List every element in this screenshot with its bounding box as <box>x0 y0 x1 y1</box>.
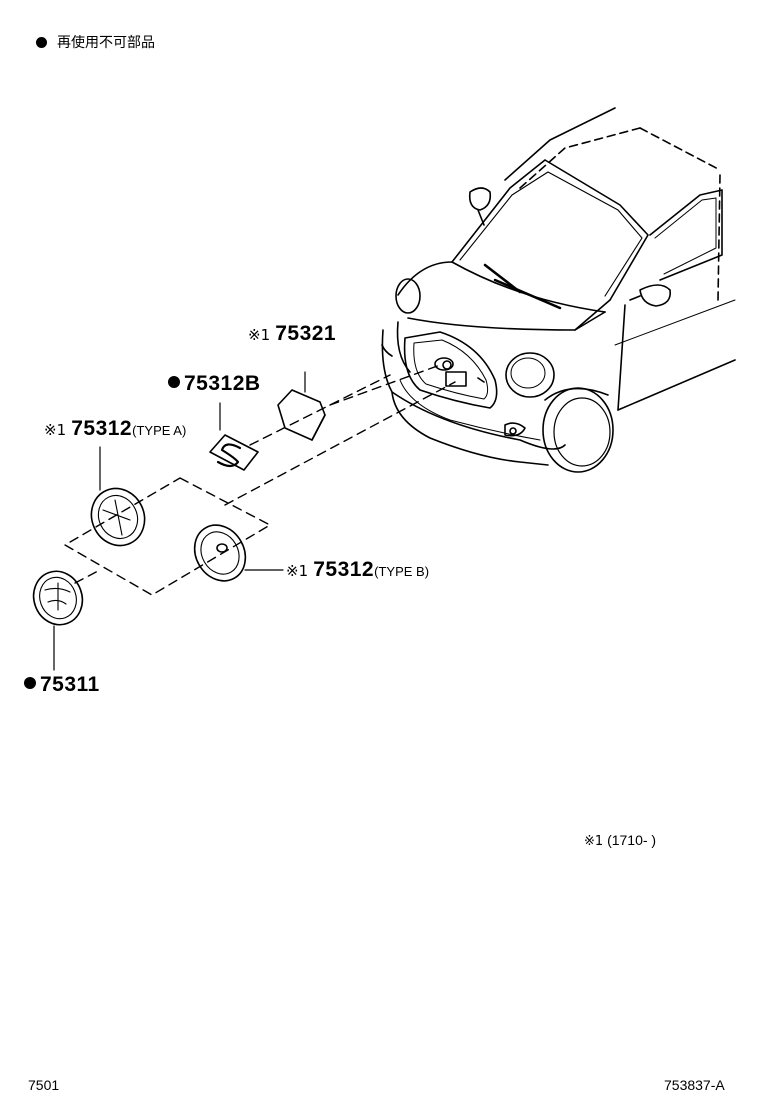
callout-75312-type-a-prefix: ※1 <box>44 421 67 439</box>
callout-75321-part: 75321 <box>275 322 337 345</box>
date-range-note: ※1 (1710- ) <box>584 833 656 848</box>
note-mark: ※1 <box>584 834 604 849</box>
illustration-number: 753837-A <box>664 1077 725 1093</box>
callout-75311: 75311 <box>24 674 100 695</box>
part-75312-type-b-emblem <box>193 524 284 582</box>
part-75312-type-a-emblem <box>90 446 146 547</box>
callout-75312-type-a-suffix: (TYPE A) <box>132 423 187 438</box>
note-text: (1710- ) <box>607 832 657 848</box>
callout-75312b-part: 75312B <box>184 372 261 395</box>
callout-75312-type-a-part: 75312 <box>71 417 133 440</box>
callout-75321: ※1 75321 <box>248 323 336 344</box>
page-section-code: 7501 <box>28 1077 60 1093</box>
callout-75321-prefix: ※1 <box>248 326 271 344</box>
part-75312b-badge <box>209 402 259 471</box>
callout-75312b: 75312B <box>168 373 261 394</box>
part-75321-plate <box>277 371 326 441</box>
filled-dot-icon <box>24 677 36 689</box>
callout-75312-type-b-suffix: (TYPE B) <box>374 564 430 579</box>
legend-text: 再使用不可部品 <box>57 35 155 51</box>
part-75311-emblem <box>32 570 84 671</box>
leader-lines <box>64 364 456 596</box>
filled-dot-icon <box>168 376 180 388</box>
legend-non-reusable: 再使用不可部品 <box>36 36 155 50</box>
car-illustration <box>381 107 736 473</box>
filled-dot-icon <box>36 37 47 48</box>
callout-75312-type-a: ※1 75312(TYPE A) <box>44 418 186 439</box>
callout-75312-type-b-part: 75312 <box>313 558 375 581</box>
callout-75312-type-b: ※1 75312(TYPE B) <box>286 559 429 580</box>
callout-75312-type-b-prefix: ※1 <box>286 562 309 580</box>
callout-75311-part: 75311 <box>40 673 100 696</box>
